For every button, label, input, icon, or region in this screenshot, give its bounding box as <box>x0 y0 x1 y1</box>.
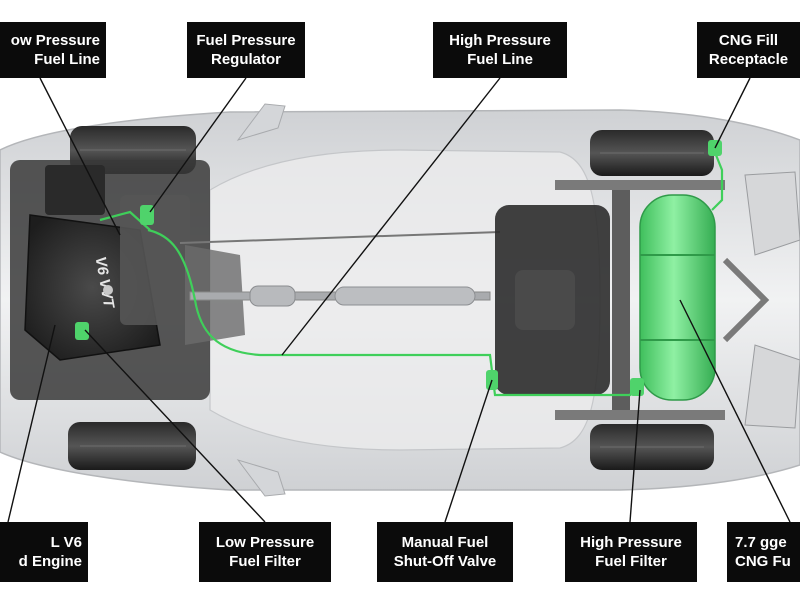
fuel-pressure-regulator-part <box>140 205 154 225</box>
mirror-bottom <box>236 459 286 497</box>
label-line-2: Regulator <box>210 51 281 68</box>
leader-cng-fill <box>714 77 751 149</box>
label-line-1: High Pressure <box>449 32 551 49</box>
label-line-1: Fuel Pressure <box>196 32 296 49</box>
label-line-1: Low Pressure <box>215 534 315 551</box>
label-high-pressure-fuel-filter: High Pressure Fuel Filter <box>565 522 697 582</box>
label-line-2: Fuel Line <box>34 51 100 68</box>
label-line-1: CNG Fill <box>718 32 779 49</box>
engine-logo <box>103 285 113 295</box>
muffler <box>334 286 476 306</box>
label-line-1: High Pressure <box>580 534 682 551</box>
label-line-1: Manual Fuel <box>401 534 489 551</box>
label-line-1: L V6 <box>50 534 82 551</box>
leader-low-pressure-filter <box>84 329 266 523</box>
label-line-2: CNG Fu <box>735 553 791 570</box>
label-line-2: Receptacle <box>708 51 789 68</box>
label-line-2: Fuel Line <box>467 51 533 68</box>
label-line-2: d Engine <box>18 553 82 570</box>
leader-cng-tank <box>679 299 791 523</box>
rear-tank-detail <box>515 270 575 330</box>
leader-high-pressure-line <box>281 77 501 356</box>
rear-crossmember <box>555 180 725 190</box>
rear-crossmember-2 <box>555 410 725 420</box>
label-engine: L V6 d Engine <box>0 522 88 582</box>
label-low-pressure-fuel-filter: Low Pressure Fuel Filter <box>199 522 331 582</box>
mirror-top <box>236 103 286 141</box>
fill-line <box>711 149 724 211</box>
brake-line <box>179 231 501 244</box>
catalytic-converter <box>249 285 296 307</box>
rear-axle <box>612 185 630 415</box>
rear-trunk-well-top <box>744 171 800 256</box>
rear-trunk-well-bottom <box>744 344 800 429</box>
cng-tank <box>639 194 716 401</box>
label-manual-fuel-shutoff-valve: Manual Fuel Shut-Off Valve <box>377 522 513 582</box>
rear-link <box>722 257 770 343</box>
intake-manifold <box>120 195 190 325</box>
label-line-2: Fuel Filter <box>595 553 667 570</box>
label-line-1: 7.7 gge <box>735 534 787 551</box>
label-line-2: Shut-Off Valve <box>393 553 497 570</box>
leader-shutoff-valve <box>444 379 493 523</box>
label-fuel-pressure-regulator: Fuel Pressure Regulator <box>187 22 305 78</box>
leader-fuel-pressure-regulator <box>149 77 247 213</box>
leader-engine <box>7 324 56 523</box>
label-cng-fuel-tank: 7.7 gge CNG Fu <box>727 522 800 582</box>
label-high-pressure-fuel-line: High Pressure Fuel Line <box>433 22 567 78</box>
label-cng-fill-receptacle: CNG Fill Receptacle <box>697 22 800 78</box>
high-pressure-fuel-line <box>147 228 641 397</box>
battery <box>45 165 105 215</box>
low-pressure-filter-part <box>75 322 89 340</box>
label-line-1: ow Pressure <box>10 32 100 49</box>
label-line-2: Fuel Filter <box>229 553 301 570</box>
high-pressure-filter-part <box>630 378 644 396</box>
leader-high-pressure-filter <box>629 389 641 523</box>
leader-low-pressure-line <box>39 77 121 236</box>
label-low-pressure-fuel-line: ow Pressure Fuel Line <box>0 22 106 78</box>
